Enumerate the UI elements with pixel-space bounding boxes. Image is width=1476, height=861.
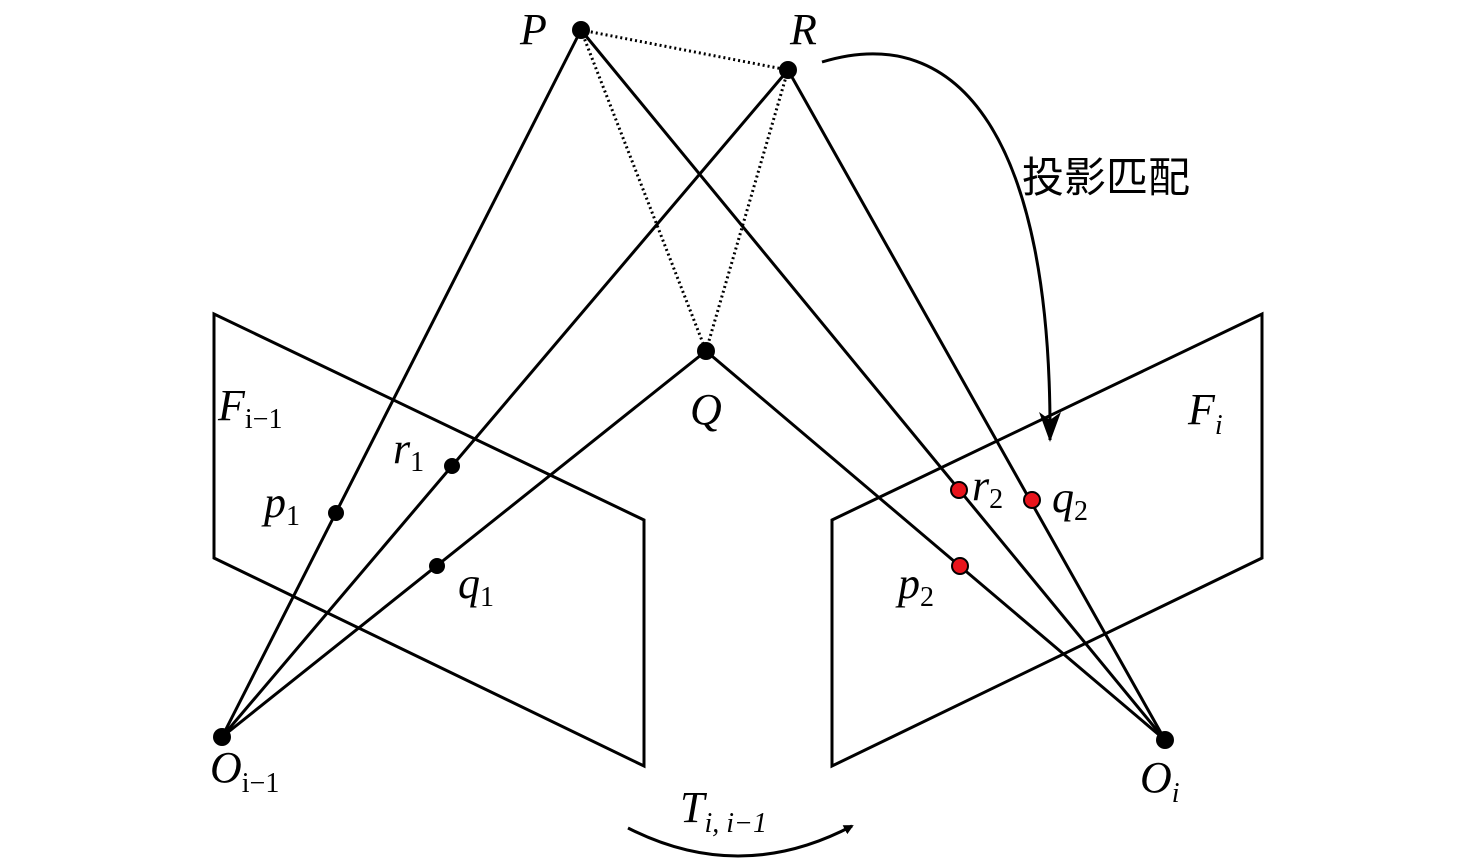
projection-rays	[220, 29, 1167, 742]
point-p1	[328, 505, 344, 521]
right-image-plane	[830, 311, 1264, 769]
projection-match-arrow	[821, 52, 1061, 442]
label-P: P	[519, 5, 547, 54]
label-q2: q2	[1052, 473, 1088, 527]
label-p1: p1	[261, 478, 300, 532]
point-Q	[697, 342, 715, 360]
label-F-left: Fi−1	[217, 381, 282, 435]
point-P	[572, 21, 590, 39]
label-transform: Ti, i−1	[680, 783, 767, 839]
point-R	[779, 61, 797, 79]
transform-arrow	[627, 824, 854, 858]
point-p2	[951, 557, 969, 575]
label-p2: p2	[895, 559, 934, 613]
point-r2	[950, 481, 968, 499]
label-q1: q1	[458, 559, 494, 613]
label-r1: r1	[393, 424, 424, 478]
origin-left	[213, 728, 231, 746]
label-F-right: Fi	[1187, 385, 1223, 441]
label-O-right: Oi	[1140, 753, 1180, 809]
dotted-triangle	[579, 28, 790, 352]
label-Q: Q	[690, 385, 722, 434]
label-R: R	[789, 5, 817, 54]
point-q1	[429, 558, 445, 574]
origin-right	[1156, 731, 1174, 749]
label-O-left: Oi−1	[210, 743, 279, 799]
label-r2: r2	[972, 461, 1003, 515]
projection-match-label: 投影匹配	[1022, 153, 1190, 202]
left-image-plane	[212, 311, 646, 769]
point-r1	[444, 458, 460, 474]
point-q2	[1023, 491, 1041, 509]
